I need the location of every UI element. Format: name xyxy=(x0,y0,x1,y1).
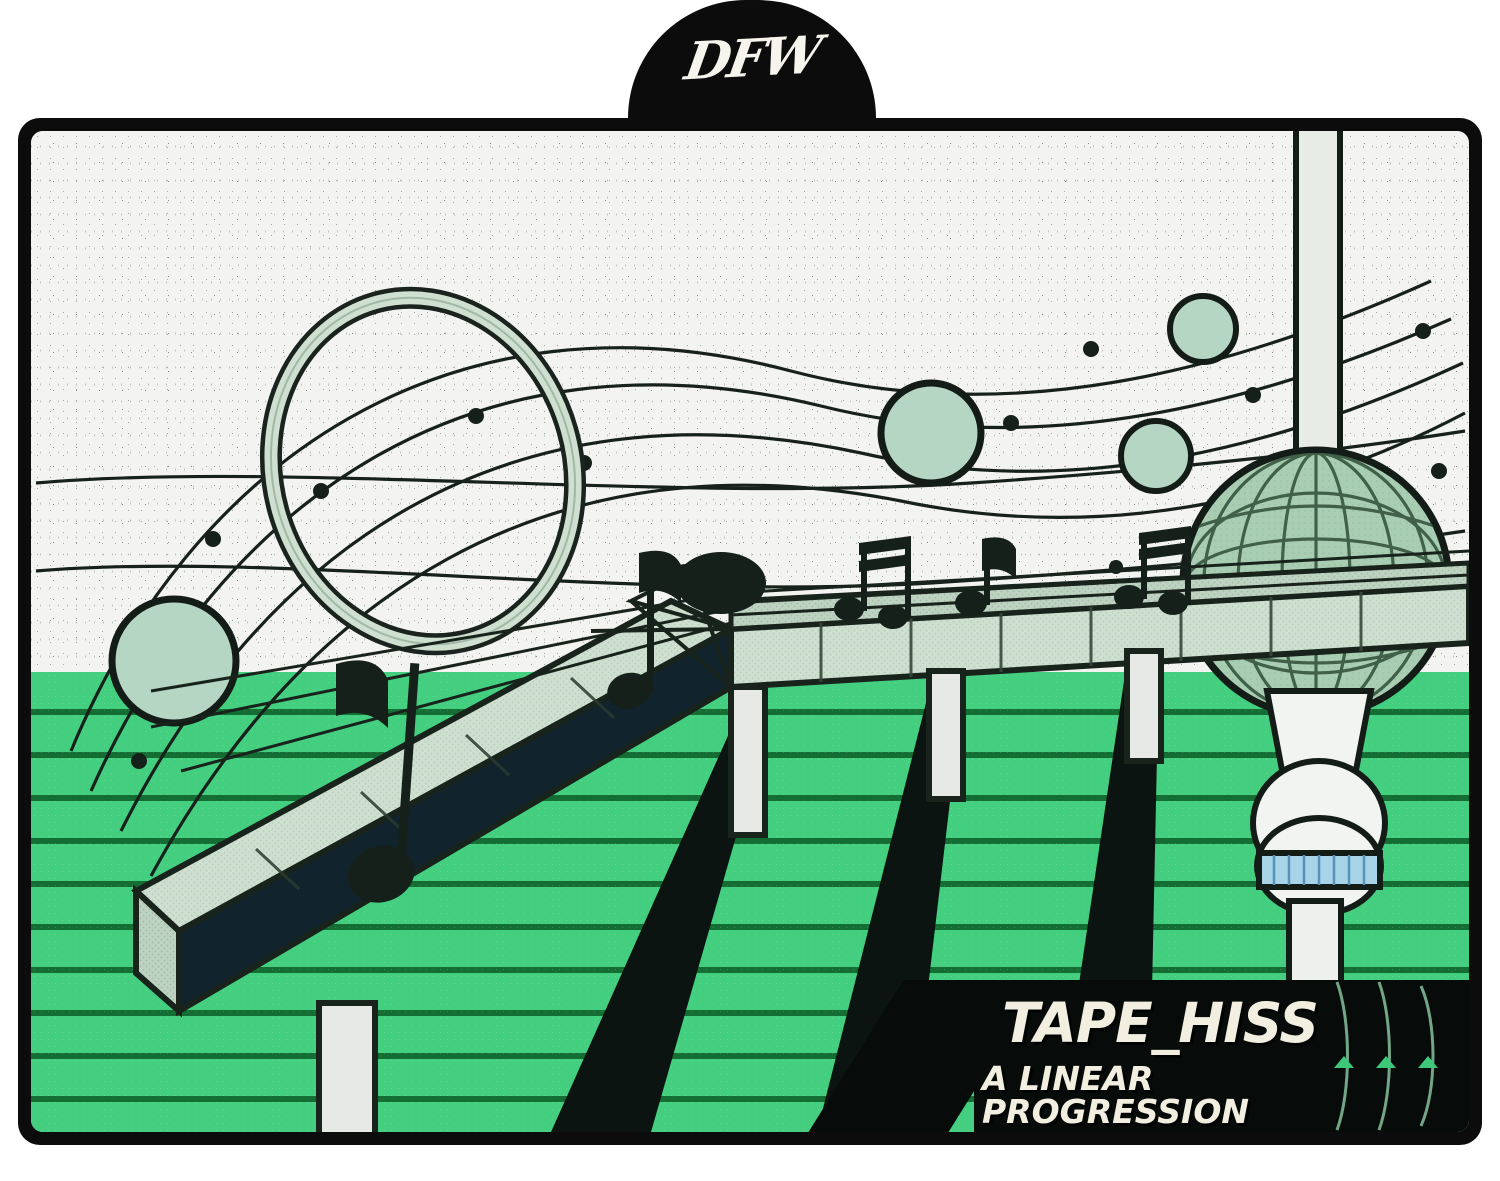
planets xyxy=(108,293,1239,727)
dfw-logo-text: DFW xyxy=(680,24,824,93)
scene-vector-layer xyxy=(35,131,1469,1132)
note-eighth-bridge xyxy=(607,550,681,710)
orbit-ring xyxy=(259,286,587,656)
title-block: TAPE_HISS A LINEAR PROGRESSION xyxy=(808,980,1469,1132)
note-beamed-left xyxy=(834,536,911,629)
artwork-frame: TAPE_HISS A LINEAR PROGRESSION xyxy=(18,118,1482,1145)
note-eighth-mid xyxy=(955,537,1016,616)
radar-markers xyxy=(1334,1056,1438,1068)
dfw-label-tab: DFW xyxy=(628,0,876,118)
note-eighth-large xyxy=(336,660,420,903)
album-subtitle: A LINEAR PROGRESSION xyxy=(982,1059,1249,1131)
album-title: TAPE_HISS xyxy=(1002,991,1319,1055)
radar-arcs xyxy=(1334,981,1438,1131)
note-beamed-right xyxy=(1114,526,1191,615)
artwork-canvas: TAPE_HISS A LINEAR PROGRESSION xyxy=(31,131,1469,1132)
staff-junction-node xyxy=(676,552,766,614)
music-notes xyxy=(336,526,1191,903)
